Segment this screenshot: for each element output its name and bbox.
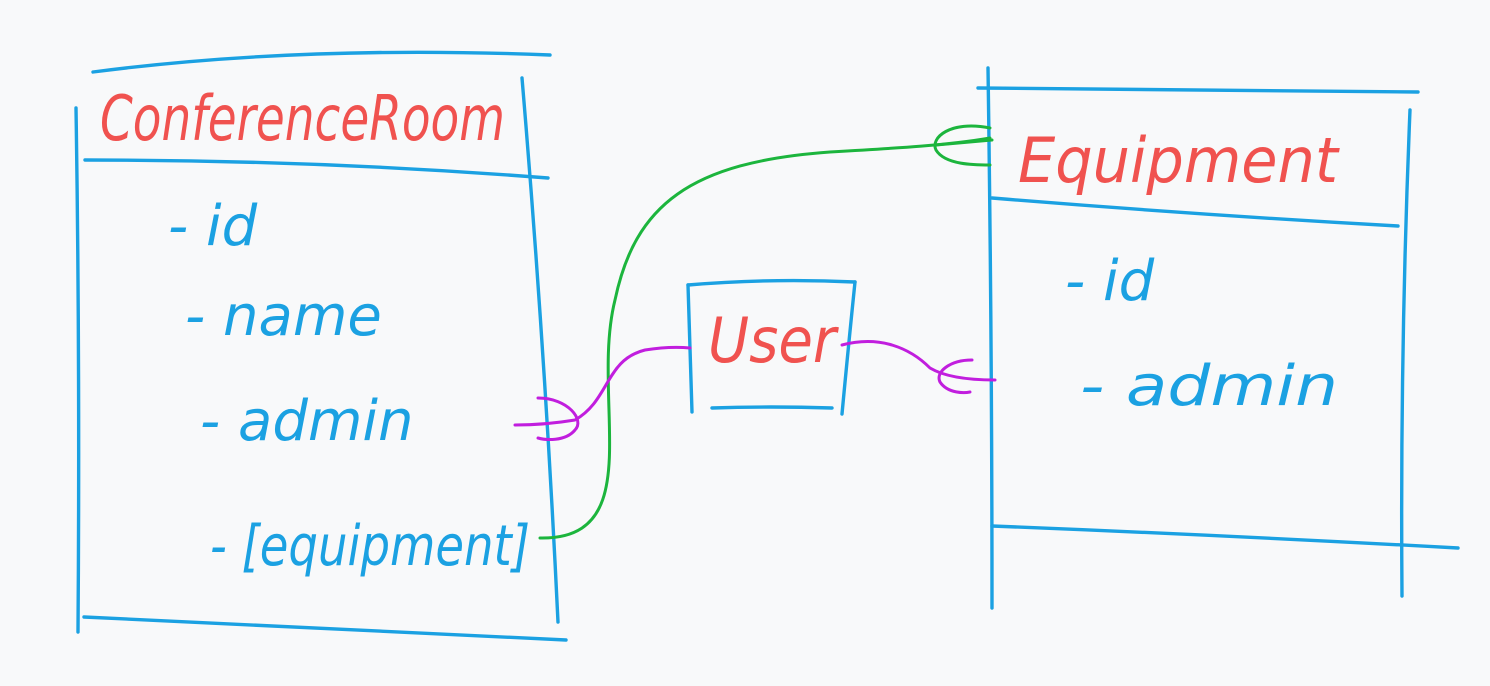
user-box-divider: [710, 405, 834, 410]
conference-room-box-top-edge: [91, 50, 552, 74]
conference-room-class: ConferenceRoom - id - name - admin - [eq…: [74, 50, 568, 642]
equipment-box-left-edge: [986, 66, 994, 610]
equipment-crows-foot-middle: [934, 138, 994, 147]
user-class: User: [686, 278, 857, 416]
equipment-box-bottom-edge: [990, 524, 1460, 550]
conference-room-box-left-edge: [74, 106, 81, 634]
conference-room-box-right-edge: [520, 76, 560, 624]
equipment-crows-foot: [933, 124, 992, 167]
equipment-box-top-edge: [976, 86, 1420, 94]
user-box-right-edge: [840, 280, 857, 416]
equipment-relationship-connector: [538, 124, 994, 540]
user-equipment-connector-line: [840, 340, 997, 382]
conference-room-title: ConferenceRoom: [100, 82, 505, 155]
equipment-title: Equipment: [1018, 124, 1341, 197]
conference-room-field-admin: - admin: [200, 389, 413, 454]
conference-room-field-name: - name: [185, 284, 382, 349]
equipment-field-id: - id: [1065, 249, 1155, 314]
user-box-top-edge: [686, 278, 857, 287]
equipment-connector-line: [538, 136, 992, 540]
equipment-class: Equipment - id - admin: [976, 66, 1460, 610]
conference-admin-connector-line: [513, 345, 692, 427]
conference-room-field-id: - id: [168, 194, 258, 259]
conference-room-title-divider: [83, 158, 550, 180]
user-equipment-crows-foot: [937, 358, 974, 395]
equipment-title-divider: [990, 196, 1400, 228]
conference-admin-relationship-connector: [513, 345, 692, 442]
conference-room-box-bottom-edge: [82, 615, 568, 642]
conference-room-field-equipment: - [equipment]: [210, 514, 530, 579]
user-title: User: [708, 304, 839, 377]
equipment-field-admin: - admin: [1080, 354, 1338, 419]
equipment-box-right-edge: [1399, 108, 1412, 598]
user-equipment-admin-relationship-connector: [840, 340, 997, 395]
conference-admin-crows-foot: [536, 396, 580, 442]
